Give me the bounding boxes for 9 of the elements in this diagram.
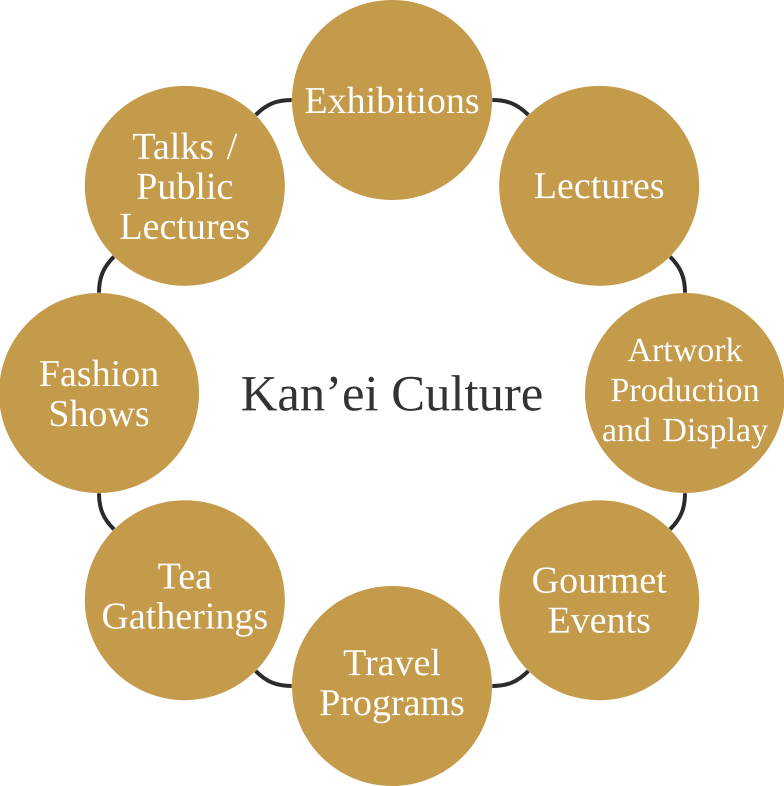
connector-arc [668,255,687,293]
connector-arc [668,493,687,531]
connector-arc [492,670,530,688]
connector-arc [492,98,530,116]
connector-arc [97,255,116,293]
connector-arc [254,670,292,688]
connector-arc [254,98,292,116]
center-title: Kan’ei Culture [242,375,542,411]
connector-arc [97,493,116,531]
